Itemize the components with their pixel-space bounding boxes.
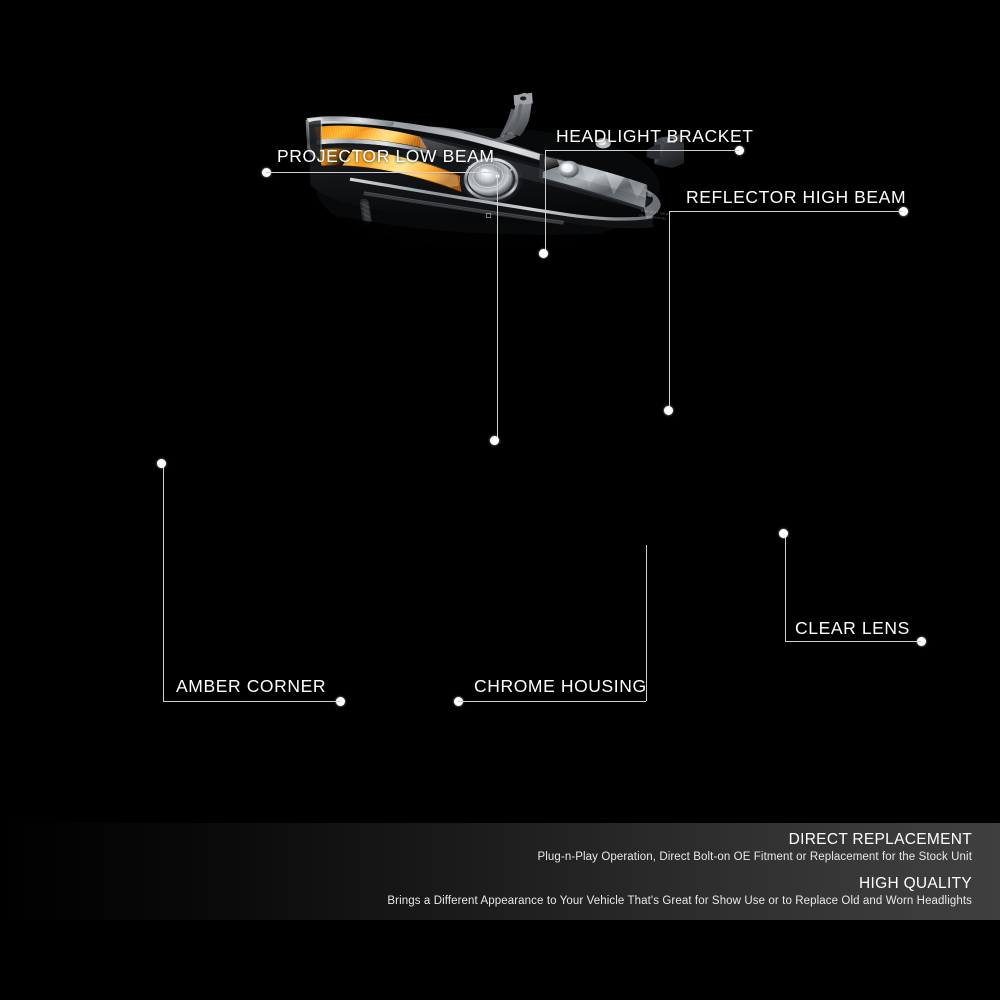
callout-dot-clear-lens bbox=[917, 637, 926, 646]
svg-text:OE-ND2080N238D: OE-ND2080N238D bbox=[639, 213, 667, 221]
callout-label-clear-lens: CLEAR LENS bbox=[795, 618, 910, 638]
callout-dot-amber-corner bbox=[336, 697, 345, 706]
callout-line-h-projector-low-beam bbox=[266, 172, 497, 173]
feature-banner: DIRECT REPLACEMENT Plug-n-Play Operation… bbox=[0, 823, 1000, 920]
clear-lens-part bbox=[348, 137, 661, 229]
callout-endpoint-headlight-bracket bbox=[539, 249, 548, 258]
feature-direct-replacement: DIRECT REPLACEMENT Plug-n-Play Operation… bbox=[537, 831, 972, 865]
feature-title: DIRECT REPLACEMENT bbox=[788, 831, 972, 848]
feature-description: Brings a Different Appearance to Your Ve… bbox=[387, 894, 972, 907]
callout-endpoint-clear-lens bbox=[779, 529, 788, 538]
callout-line-v-clear-lens bbox=[785, 533, 786, 641]
callout-label-projector-low-beam: PROJECTOR LOW BEAM bbox=[277, 146, 495, 166]
feature-title: HIGH QUALITY bbox=[859, 875, 972, 892]
feature-description: Plug-n-Play Operation, Direct Bolt-on OE… bbox=[537, 850, 972, 863]
mounting-tab-left bbox=[360, 198, 372, 225]
callout-label-reflector-high-beam: REFLECTOR HIGH BEAM bbox=[686, 187, 907, 207]
dot-sae-markings: SAE DOT HCR OE-ND2080N238D bbox=[639, 209, 669, 221]
callout-line-v-headlight-bracket bbox=[545, 150, 546, 253]
callout-line-h-chrome-housing bbox=[458, 701, 646, 702]
callout-line-v-chrome-housing bbox=[646, 545, 647, 701]
callout-dot-reflector-high-beam bbox=[899, 207, 908, 216]
callout-line-v-amber-corner bbox=[163, 463, 164, 701]
feature-high-quality: HIGH QUALITY Brings a Different Appearan… bbox=[387, 875, 972, 909]
callout-line-h-amber-corner bbox=[163, 701, 340, 702]
callout-line-h-reflector-high-beam bbox=[669, 211, 903, 212]
callout-line-v-reflector-high-beam bbox=[669, 211, 670, 410]
callout-label-chrome-housing: CHROME HOUSING bbox=[474, 676, 647, 696]
mounting-tab-right bbox=[646, 134, 685, 168]
callout-line-v-projector-low-beam bbox=[497, 172, 498, 440]
callout-endpoint-projector-low-beam bbox=[490, 436, 499, 445]
callout-dot-headlight-bracket bbox=[735, 146, 744, 155]
callout-endpoint-reflector-high-beam bbox=[664, 406, 673, 415]
callout-line-h-clear-lens bbox=[785, 641, 921, 642]
headlight-assembly-image: #d8780a bbox=[305, 92, 685, 256]
callout-endpoint-amber-corner bbox=[157, 459, 166, 468]
callout-line-h-headlight-bracket bbox=[545, 150, 739, 151]
callout-label-headlight-bracket: HEADLIGHT BRACKET bbox=[556, 126, 754, 146]
callout-label-amber-corner: AMBER CORNER bbox=[176, 676, 327, 696]
svg-text:SAE DOT HCR: SAE DOT HCR bbox=[641, 209, 670, 217]
headlight-bracket-part bbox=[488, 92, 533, 146]
